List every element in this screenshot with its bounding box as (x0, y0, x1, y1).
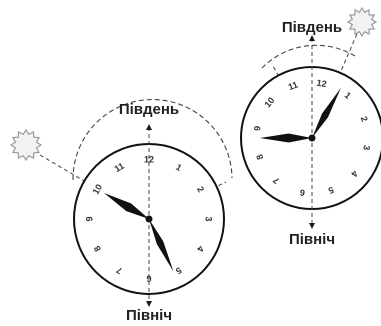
clock-numeral-3: 3 (204, 216, 214, 221)
south-label-right: Південь (282, 19, 342, 36)
south-label-left: Південь (119, 101, 179, 118)
north-label-left: Північ (126, 307, 172, 324)
hand-pivot-left (146, 216, 153, 223)
sun-icon-left (11, 130, 41, 160)
clock-numeral-9: 9 (85, 216, 95, 221)
dashed-arc-right (262, 45, 355, 68)
clock-numeral-12: 12 (316, 78, 328, 90)
hand-pivot-right (309, 135, 316, 142)
north-label-right: Північ (289, 231, 335, 248)
sun-icon-right (348, 8, 376, 36)
